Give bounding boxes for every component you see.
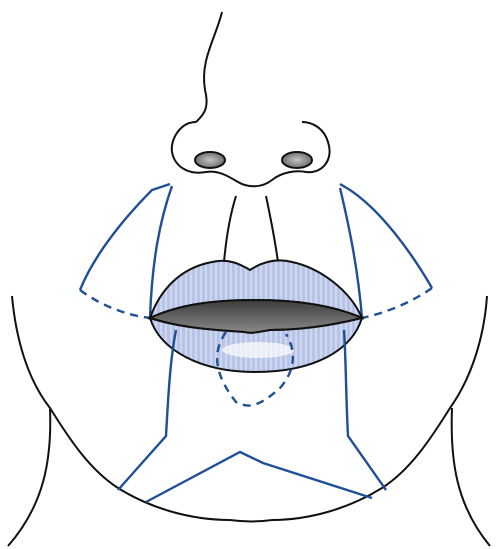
commissure-dashed-left — [80, 290, 150, 318]
marionette-guide-right — [344, 330, 386, 490]
chin-line — [230, 520, 272, 522]
nose-bridge-line — [196, 12, 222, 122]
right-nostril-icon — [282, 152, 312, 168]
neck-line-right — [452, 408, 490, 546]
marionette-guide-left — [118, 330, 176, 490]
cheek-guide-left — [80, 184, 170, 290]
lower-lip-highlight — [222, 342, 294, 358]
commissure-dashed-right — [362, 288, 432, 318]
philtrum-right — [266, 196, 278, 262]
philtrum-left — [224, 196, 236, 262]
neck-line-left — [8, 408, 50, 546]
left-nostril-icon — [195, 152, 225, 168]
cheek-guide-right — [340, 184, 432, 288]
chin-guide-v — [146, 452, 372, 502]
